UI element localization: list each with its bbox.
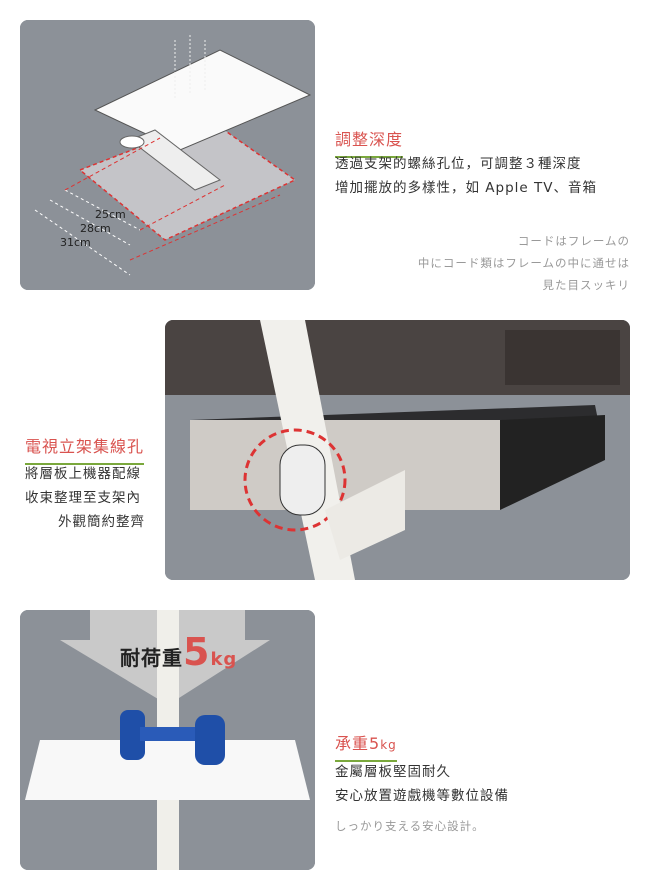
- load-note: しっかり支える安心設計。: [335, 819, 485, 833]
- dimension-label: 28cm: [80, 222, 111, 235]
- text-line: コードはフレームの: [517, 234, 630, 248]
- badge-number: 5: [183, 630, 211, 674]
- depth-description: 透過支架的螺絲孔位，可調整３種深度 增加擺放的多樣性，如 Apple TV、音箱: [335, 152, 597, 200]
- depth-heading: 調整深度: [335, 126, 404, 158]
- shelf-depth-illustration: 25cm 28cm 31cm: [20, 20, 315, 290]
- heading-number: 5: [369, 734, 381, 753]
- load-capacity-photo: 耐荷重5kg: [20, 610, 315, 870]
- text-line: 中にコード類はフレームの中に通せは: [417, 256, 630, 270]
- text-line: 外觀簡約整齊: [58, 514, 145, 530]
- load-badge: 耐荷重5kg: [120, 630, 237, 674]
- dimension-label: 31cm: [60, 236, 91, 249]
- text-line: 見た目スッキリ: [542, 278, 630, 292]
- dimension-label: 25cm: [95, 208, 126, 221]
- depth-note: コードはフレームの 中にコード類はフレームの中に通せは 見た目スッキリ: [418, 230, 630, 296]
- cable-hole-heading: 電視立架集線孔: [25, 433, 145, 465]
- heading-unit: kg: [380, 738, 397, 752]
- text-line: 安心放置遊戲機等數位設備: [335, 788, 509, 804]
- text-line: 收束整理至支架內: [25, 490, 141, 506]
- text-line: 增加擺放的多樣性，如 Apple TV、音箱: [335, 180, 597, 196]
- badge-unit: kg: [210, 649, 238, 670]
- text-line: 金屬層板堅固耐久: [335, 764, 451, 780]
- load-heading: 承重5kg: [335, 730, 397, 762]
- badge-label: 耐荷重: [120, 646, 183, 670]
- text-line: 將層板上機器配線: [25, 466, 141, 482]
- text-line: 透過支架的螺絲孔位，可調整３種深度: [335, 156, 582, 172]
- cable-hole-description: 將層板上機器配線 收束整理至支架內 外觀簡約整齊: [25, 462, 145, 534]
- heading-text: 承重: [335, 734, 370, 753]
- load-description: 金屬層板堅固耐久 安心放置遊戲機等數位設備: [335, 760, 509, 808]
- cable-hole-photo: [165, 320, 630, 580]
